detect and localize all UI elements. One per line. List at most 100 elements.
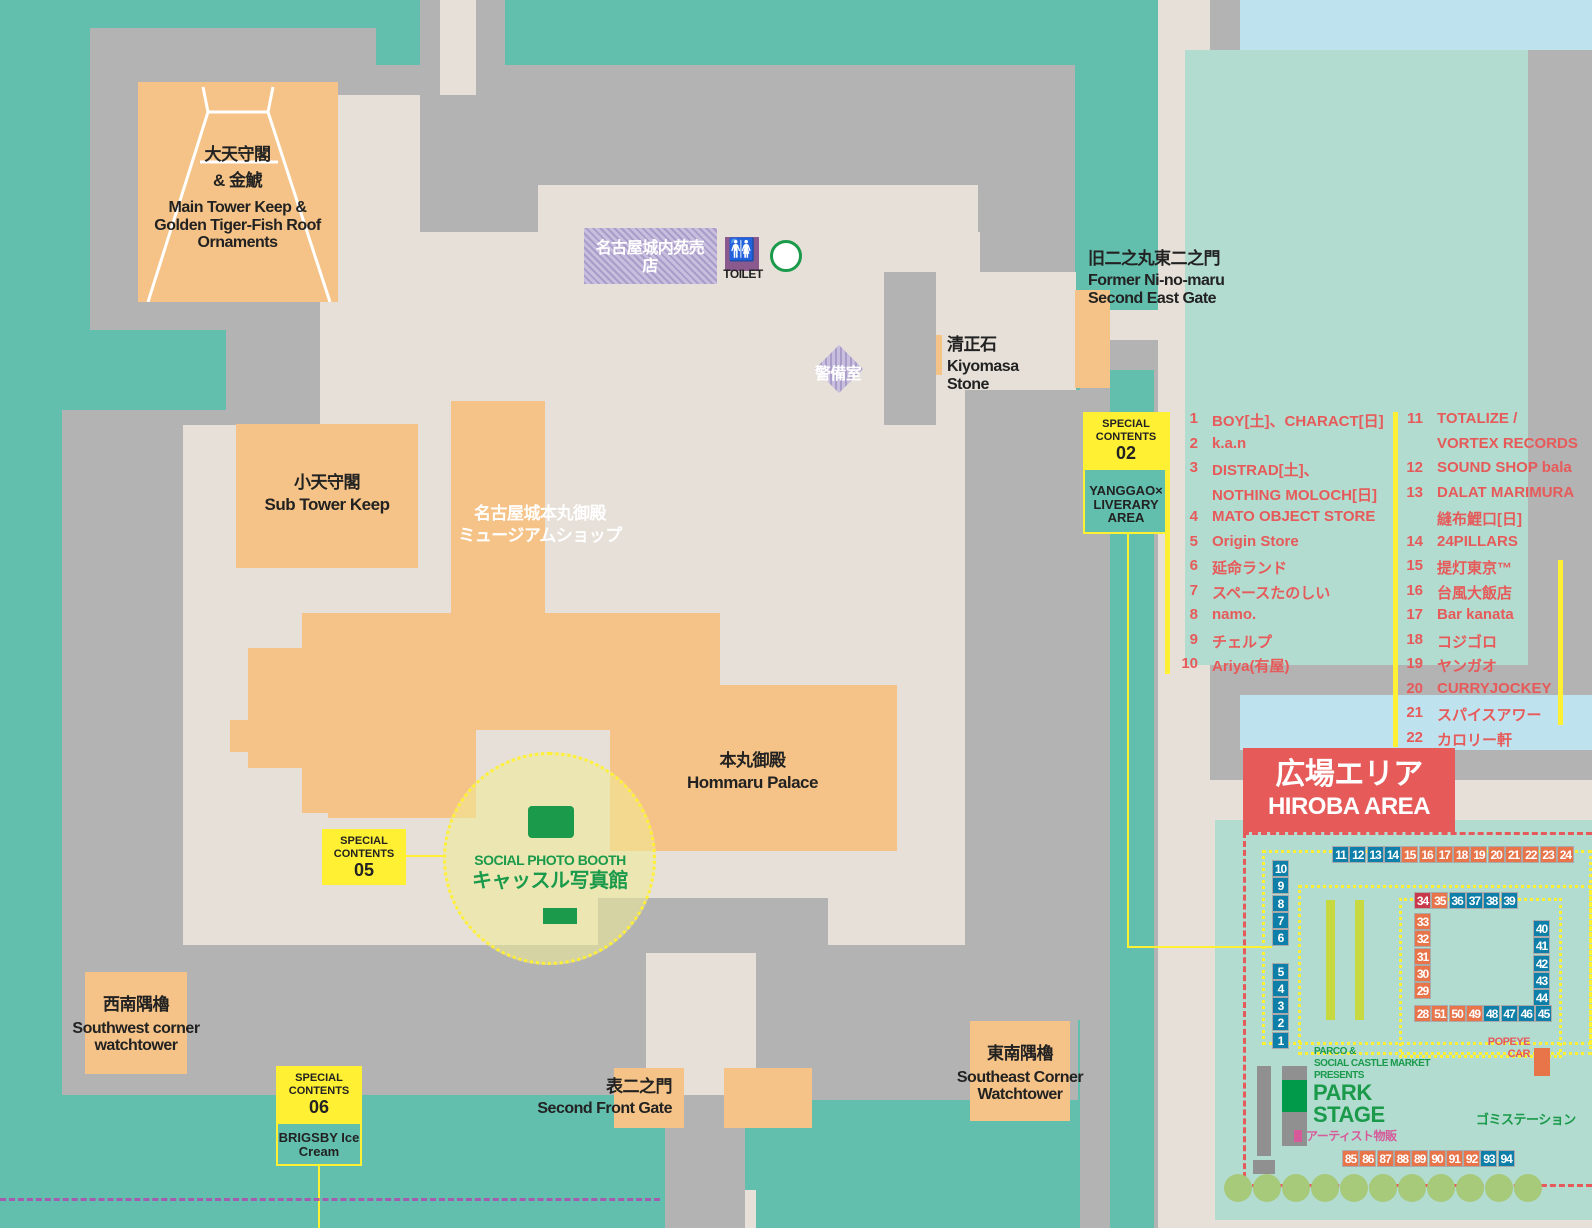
booth-46[interactable]: 46 <box>1517 1005 1535 1022</box>
booth-15[interactable]: 15 <box>1401 846 1419 863</box>
booth-85[interactable]: 85 <box>1342 1150 1359 1167</box>
booth-41[interactable]: 41 <box>1533 937 1550 955</box>
booth-44[interactable]: 44 <box>1533 989 1550 1007</box>
toilet-label: TOILET <box>723 267 763 281</box>
vendor-item[interactable]: NOTHING MOLOCH[日] <box>1168 484 1384 509</box>
booth-33[interactable]: 33 <box>1414 913 1431 930</box>
booth-23[interactable]: 23 <box>1539 846 1557 863</box>
booth-24[interactable]: 24 <box>1556 846 1574 863</box>
booth-38[interactable]: 38 <box>1483 892 1501 909</box>
vendor-item[interactable]: 縫布鯉口[日] <box>1393 508 1578 533</box>
booth-40[interactable]: 40 <box>1533 920 1550 937</box>
booth-51[interactable]: 51 <box>1431 1005 1449 1022</box>
booth-21[interactable]: 21 <box>1505 846 1522 863</box>
booth-9[interactable]: 9 <box>1272 877 1289 895</box>
popeye-car[interactable] <box>1534 1048 1550 1076</box>
main-tower-keep[interactable] <box>138 82 338 302</box>
booth-31[interactable]: 31 <box>1414 947 1431 965</box>
park-stage[interactable] <box>1282 1080 1307 1112</box>
booth-16[interactable]: 16 <box>1418 846 1436 863</box>
booth-6[interactable]: 6 <box>1272 929 1289 947</box>
booth-91[interactable]: 91 <box>1445 1150 1463 1167</box>
southeast-watchtower[interactable] <box>970 1021 1070 1121</box>
booth-17[interactable]: 17 <box>1435 846 1453 863</box>
booth-3[interactable]: 3 <box>1272 997 1289 1015</box>
booth-45[interactable]: 45 <box>1535 1005 1553 1022</box>
booth-29[interactable]: 29 <box>1414 982 1431 1000</box>
booth-7[interactable]: 7 <box>1272 911 1289 929</box>
booth-39[interactable]: 39 <box>1500 892 1518 909</box>
booth-4[interactable]: 4 <box>1272 979 1289 997</box>
booth-10[interactable]: 10 <box>1272 860 1289 877</box>
booth-8[interactable]: 8 <box>1272 894 1289 912</box>
booth-28[interactable]: 28 <box>1414 1005 1431 1022</box>
booth-14[interactable]: 14 <box>1383 846 1401 863</box>
vendor-number: 5 <box>1189 532 1198 550</box>
booth-13[interactable]: 13 <box>1366 846 1384 863</box>
photo-booth-area[interactable] <box>443 752 656 965</box>
booth-42[interactable]: 42 <box>1533 954 1550 972</box>
booth-35[interactable]: 35 <box>1431 892 1449 909</box>
booth-92[interactable]: 92 <box>1463 1150 1481 1167</box>
booth-89[interactable]: 89 <box>1411 1150 1429 1167</box>
booth-5[interactable]: 5 <box>1272 962 1289 980</box>
booth-49[interactable]: 49 <box>1465 1005 1483 1022</box>
second-front-gate[interactable] <box>614 1068 684 1128</box>
booth-12[interactable]: 12 <box>1349 846 1367 863</box>
vendor-item[interactable]: VORTEX RECORDS <box>1393 435 1578 460</box>
booth-94[interactable]: 94 <box>1497 1150 1515 1167</box>
booth-86[interactable]: 86 <box>1359 1150 1377 1167</box>
booth-87[interactable]: 87 <box>1376 1150 1394 1167</box>
booth-19[interactable]: 19 <box>1470 846 1488 863</box>
booth-93[interactable]: 93 <box>1480 1150 1498 1167</box>
booth-43[interactable]: 43 <box>1533 971 1550 989</box>
museum-shop[interactable] <box>451 401 545 616</box>
parco-label1: PARCO & <box>1314 1046 1356 1057</box>
booth-47[interactable]: 47 <box>1500 1005 1518 1022</box>
booth-2[interactable]: 2 <box>1272 1014 1289 1032</box>
booth-20[interactable]: 20 <box>1487 846 1505 863</box>
booth-11[interactable]: 11 <box>1332 846 1349 863</box>
booth-32[interactable]: 32 <box>1414 930 1431 948</box>
booth-48[interactable]: 48 <box>1483 1005 1501 1022</box>
booth-36[interactable]: 36 <box>1448 892 1466 909</box>
booth-37[interactable]: 37 <box>1465 892 1483 909</box>
booth-90[interactable]: 90 <box>1428 1150 1446 1167</box>
booth-34[interactable]: 34 <box>1414 892 1431 909</box>
booth-50[interactable]: 50 <box>1448 1005 1466 1022</box>
booth-18[interactable]: 18 <box>1453 846 1471 863</box>
booth-30[interactable]: 30 <box>1414 964 1431 982</box>
southwest-watchtower[interactable] <box>85 972 187 1074</box>
booth-22[interactable]: 22 <box>1522 846 1540 863</box>
shop-building[interactable] <box>584 228 717 284</box>
booth-88[interactable]: 88 <box>1393 1150 1411 1167</box>
sub-tower-keep[interactable] <box>236 424 418 568</box>
booth-1[interactable]: 1 <box>1272 1031 1289 1049</box>
former-east-gate[interactable] <box>1075 290 1110 388</box>
